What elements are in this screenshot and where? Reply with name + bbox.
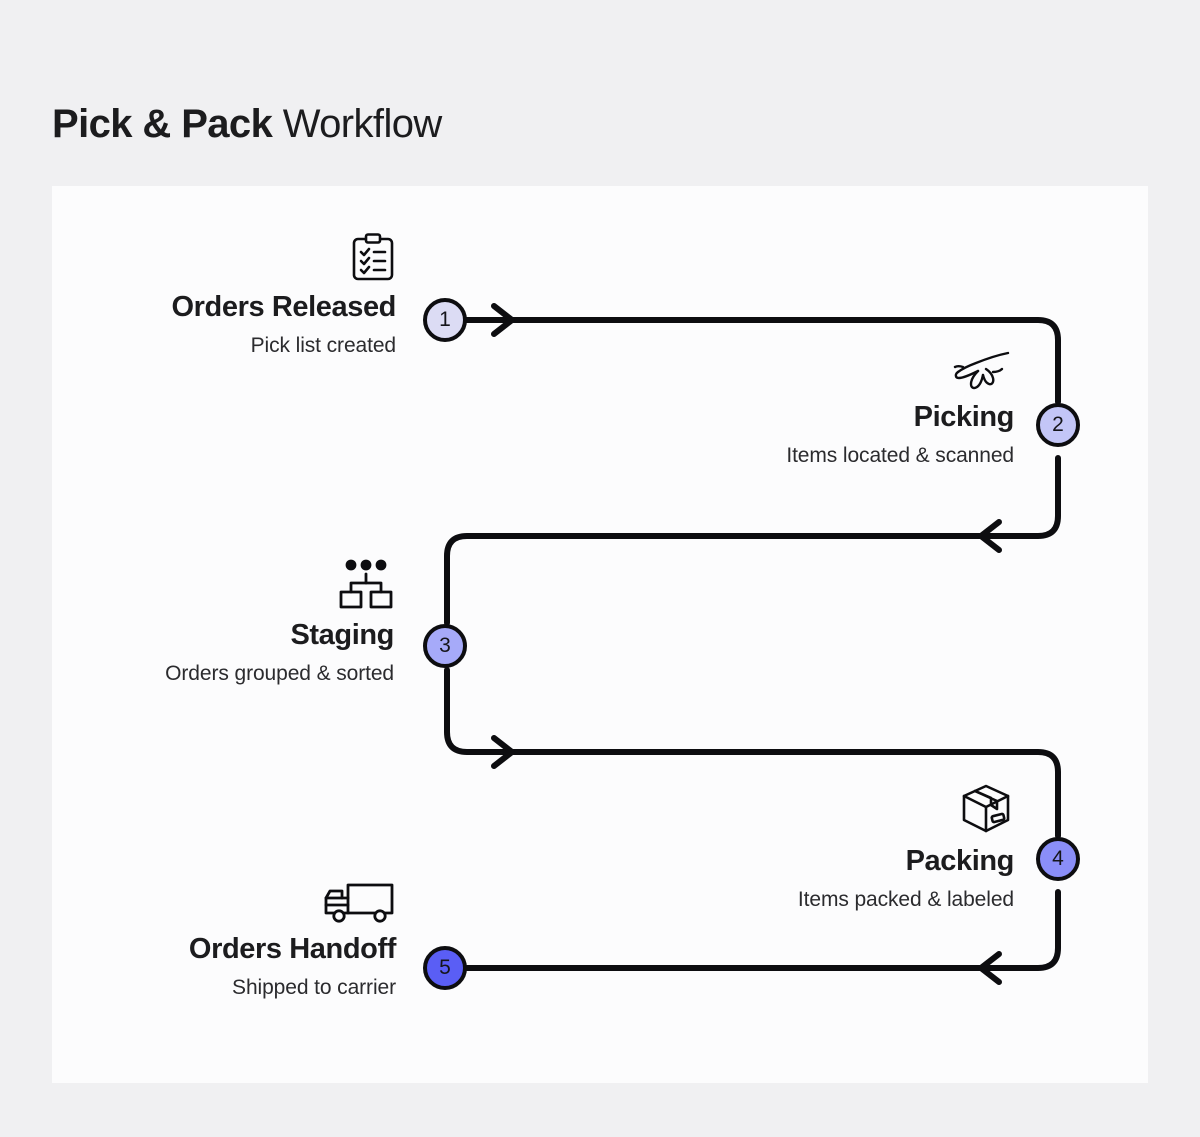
page-title-strong: Pick & Pack [52,102,273,146]
step-5-title: Orders Handoff [188,933,396,965]
step-5-orders-handoff[interactable]: Orders Handoff Shipped to carrier [92,880,396,1000]
step-1-orders-released[interactable]: Orders Released Pick list created [94,232,396,358]
step-4-packing[interactable]: Packing Items packed & labeled [700,782,1014,912]
step-badge-4-number: 4 [1052,847,1064,870]
step-5-subtitle: Shipped to carrier [232,976,396,1000]
hierarchy-sort-icon [338,558,394,610]
step-2-picking[interactable]: Picking Items located & scanned [690,348,1014,468]
page-title: Pick & Pack Workflow [52,100,442,148]
step-badge-2-number: 2 [1052,413,1064,436]
step-badge-3-number: 3 [439,634,451,657]
step-badge-1-number: 1 [439,308,451,331]
step-3-title: Staging [290,619,394,651]
delivery-truck-icon [318,880,396,924]
step-4-title: Packing [905,845,1015,877]
step-4-icon-row [700,782,1014,836]
step-badge-4[interactable]: 4 [1036,837,1080,881]
step-badge-1[interactable]: 1 [423,298,467,342]
step-badge-3[interactable]: 3 [423,624,467,668]
step-3-subtitle: Orders grouped & sorted [165,662,394,686]
step-2-title: Picking [913,401,1015,433]
step-1-icon-row [94,232,396,282]
step-1-title: Orders Released [171,291,396,323]
step-badge-5-number: 5 [439,956,451,979]
step-3-staging[interactable]: Staging Orders grouped & sorted [90,558,394,686]
step-badge-5[interactable]: 5 [423,946,467,990]
page-title-light: Workflow [272,102,443,146]
step-2-icon-row [690,348,1014,392]
package-box-icon [958,782,1014,836]
step-4-subtitle: Items packed & labeled [797,888,1014,912]
step-2-subtitle: Items located & scanned [786,444,1014,468]
step-1-subtitle: Pick list created [250,334,396,358]
clipboard-checklist-icon [350,232,396,282]
step-5-icon-row [92,880,396,924]
step-3-icon-row [90,558,394,610]
hand-pick-icon [948,348,1014,392]
step-badge-2[interactable]: 2 [1036,403,1080,447]
